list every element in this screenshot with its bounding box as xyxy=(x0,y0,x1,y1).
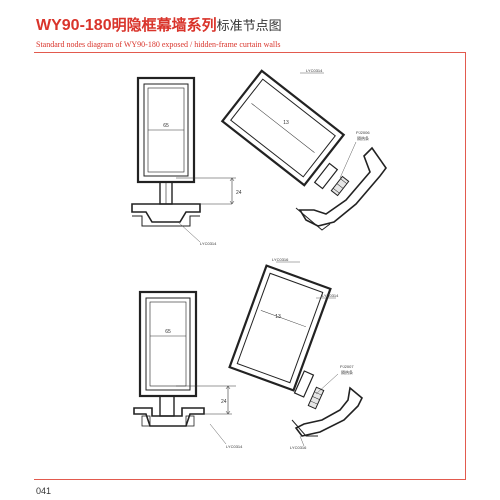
title-suffix: 标准节点图 xyxy=(216,19,282,34)
part-label-top-right: LYC0314 xyxy=(306,68,323,73)
left-panel-dimension-2: 65 xyxy=(165,329,171,335)
exterior-cap-profile-2 xyxy=(291,386,363,437)
detail-top: 65 24 13 xyxy=(131,68,387,246)
left-glass-panel: 65 xyxy=(136,76,196,184)
left-glass-panel-2: 65 xyxy=(138,290,198,398)
page-title: WY90-180明隐框幕墙系列标准节点图 xyxy=(36,18,282,34)
tilted-mullion xyxy=(313,162,350,197)
vertical-dimension-label: 24 xyxy=(236,190,242,196)
gasket-part-label: PJ2006 xyxy=(356,130,370,135)
vertical-dimension-2: 24 xyxy=(176,385,236,415)
part-label-bottom-left: LYC0314 xyxy=(226,444,243,449)
frame-border-bottom xyxy=(34,479,466,480)
gasket-part-label-2: PJ2007 xyxy=(340,364,354,369)
vertical-dimension: 24 xyxy=(176,177,242,205)
detail-bottom: 65 24 13 xyxy=(133,257,363,450)
exterior-cap-profile xyxy=(295,146,387,231)
tilted-panel-dimension: 13 xyxy=(283,120,289,126)
title-series-code: WY90-180 xyxy=(36,17,112,34)
part-label-top: LYC0316 xyxy=(272,257,289,262)
tilted-glass-panel: 13 xyxy=(220,69,346,187)
tilted-mullion-2 xyxy=(293,370,325,410)
mullion-connector-2 xyxy=(133,395,232,427)
mullion-connector xyxy=(131,181,232,227)
title-series-name: 明隐框幕墙系列 xyxy=(111,16,217,34)
page-number: 041 xyxy=(36,486,52,496)
frame-border-top xyxy=(34,52,466,53)
frame-border-right xyxy=(465,52,466,480)
vertical-dimension-label-2: 24 xyxy=(221,399,227,405)
tilted-panel-dimension-2: 13 xyxy=(275,314,281,320)
tilted-glass-panel-2: 13 xyxy=(228,264,332,392)
part-label-bottom: LYC0314 xyxy=(200,241,217,246)
gasket-part-note-2: 隔热条 xyxy=(341,369,353,375)
gasket-part-note: 隔热条 xyxy=(357,135,369,141)
left-panel-dimension: 65 xyxy=(163,123,169,129)
part-label-bottom-right: LYC0316 xyxy=(290,445,307,450)
page-subtitle: Standard nodes diagram of WY90-180 expos… xyxy=(36,40,281,49)
part-label-right: LYC0314 xyxy=(322,293,339,298)
